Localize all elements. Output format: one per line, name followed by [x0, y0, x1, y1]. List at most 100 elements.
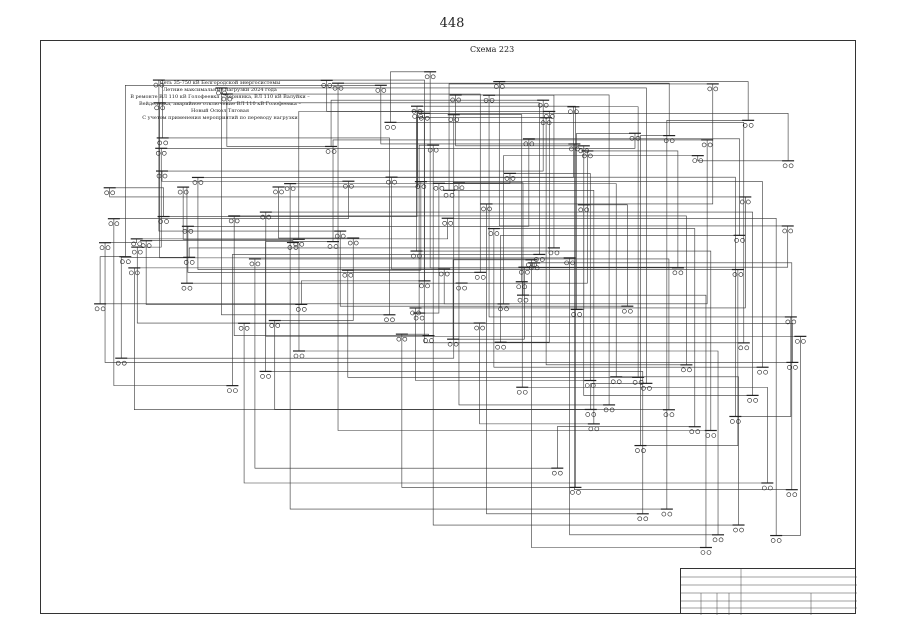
title-block-stamp	[680, 568, 857, 615]
line-segment	[161, 133, 636, 149]
substation-symbol	[516, 386, 529, 395]
description-line-5: Новый Оскол Тяговая	[191, 108, 249, 114]
line-segment	[254, 258, 670, 410]
line-segment	[188, 247, 554, 258]
line-segment	[347, 181, 422, 271]
line-segment	[735, 316, 792, 417]
line-segment	[158, 79, 425, 281]
line-segment	[486, 203, 643, 515]
substation-symbol	[610, 376, 623, 385]
line-segment	[534, 262, 793, 490]
line-segment	[489, 94, 555, 248]
line-segment	[453, 267, 525, 340]
substation-symbol	[455, 282, 468, 291]
substation-symbol	[577, 204, 590, 213]
line-segment	[448, 83, 713, 191]
line-segment	[557, 426, 695, 469]
line-segment	[616, 376, 739, 526]
line-segment	[105, 238, 138, 243]
line-segment	[500, 111, 550, 343]
substation-symbol	[292, 350, 305, 359]
substation-symbol	[180, 282, 193, 291]
substation-symbol	[569, 486, 582, 495]
substation-symbol	[704, 429, 717, 438]
substation-symbol	[332, 82, 345, 91]
substation-symbol	[155, 147, 168, 156]
line-segment	[574, 143, 792, 490]
line-segment	[493, 228, 763, 368]
substation-symbol	[540, 117, 553, 126]
substation-symbol	[424, 71, 437, 80]
substation-symbol	[443, 189, 456, 198]
substation-symbol	[671, 267, 684, 276]
substation-symbol	[567, 106, 580, 115]
line-segment	[488, 95, 791, 318]
line-segment	[390, 71, 431, 123]
line-segment	[134, 262, 535, 269]
substation-symbol	[384, 121, 397, 130]
substation-symbol	[515, 281, 528, 290]
line-segment	[380, 85, 575, 145]
substation-symbol	[739, 196, 752, 205]
substation-symbol	[525, 259, 538, 268]
line-segment	[493, 228, 696, 427]
line-segment	[187, 138, 530, 227]
line-segment	[640, 269, 739, 446]
substation-symbol	[563, 257, 576, 266]
line-segment	[583, 204, 628, 307]
substation-symbol	[94, 303, 107, 312]
substation-symbol	[733, 234, 746, 243]
transmission-lines	[99, 71, 801, 548]
substation-symbol	[628, 132, 641, 141]
substation-symbol	[156, 137, 169, 146]
substation-symbol	[107, 218, 120, 227]
line-segment	[347, 270, 639, 378]
line-segment	[113, 181, 349, 220]
line-segment	[136, 247, 480, 324]
substation-symbol	[347, 237, 360, 246]
line-segment	[104, 242, 793, 363]
substation-symbol	[334, 230, 347, 239]
substation-symbol	[756, 366, 769, 375]
substation-symbol	[268, 319, 281, 328]
line-segment	[162, 100, 544, 172]
line-segment	[233, 215, 429, 336]
substation-symbol	[731, 268, 744, 277]
line-segment	[401, 334, 576, 488]
substation-symbol	[662, 409, 675, 418]
line-segment	[522, 294, 707, 548]
substation-symbol	[183, 256, 196, 265]
substation-symbol	[320, 79, 333, 88]
substation-symbol	[418, 280, 431, 289]
line-segment	[697, 155, 789, 162]
line-segment	[137, 148, 162, 248]
substation-symbol	[587, 423, 600, 432]
line-segment	[479, 323, 594, 425]
substation-symbol	[272, 186, 285, 195]
substation-symbol	[99, 242, 112, 250]
line-segment	[573, 106, 639, 378]
line-segment	[136, 218, 448, 240]
substation-symbol	[742, 119, 755, 128]
scheme-description: Сеть 35-750 кВ Белгородской энергосистем…	[105, 80, 335, 122]
line-segment	[265, 241, 334, 372]
substation-symbol	[701, 139, 714, 148]
substation-symbol	[584, 408, 597, 417]
substation-symbol	[497, 303, 510, 312]
substation-symbol	[427, 144, 440, 153]
line-segment	[429, 71, 678, 269]
substation-symbol	[522, 138, 535, 147]
line-segment	[498, 81, 788, 227]
substation-symbol	[414, 181, 427, 189]
line-segment	[524, 225, 789, 268]
substation-symbol	[410, 250, 423, 259]
description-line-4: Вейделевка, аварийное отключение ВЛ 110 …	[139, 101, 301, 107]
substation-symbol	[238, 322, 251, 331]
line-segment	[499, 81, 749, 121]
line-segment	[145, 240, 302, 305]
line-segment	[274, 320, 591, 410]
substation-symbol	[732, 524, 745, 533]
substation-symbol	[374, 84, 387, 93]
substation-symbol	[325, 145, 338, 154]
line-segment	[232, 254, 540, 386]
